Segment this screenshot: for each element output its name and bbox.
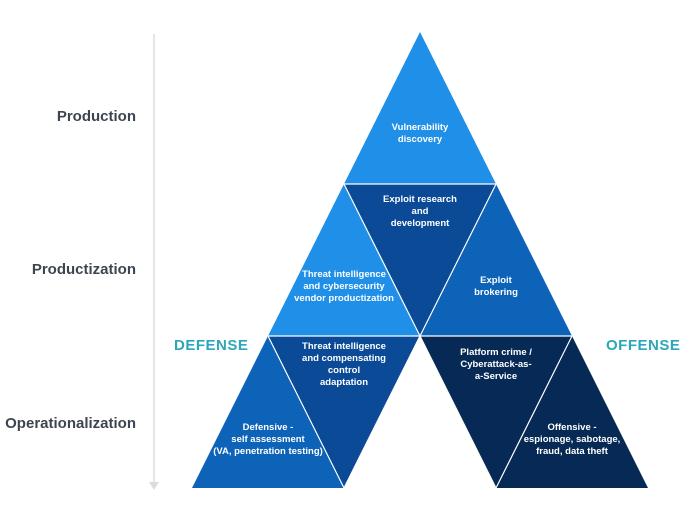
tri-platform-crime	[420, 336, 572, 488]
cell-text-line: Vulnerability	[392, 122, 449, 133]
tri-threat-intel-vendor	[268, 184, 420, 336]
cell-text-line: Threat intelligence	[302, 269, 386, 280]
cell-text-line: Exploit	[480, 275, 513, 286]
cell-text-line: and	[412, 206, 429, 217]
cell-text-line: Platform crime /	[460, 347, 532, 358]
cell-text-line: vendor productization	[294, 293, 394, 304]
cell-text-line: self assessment	[231, 434, 305, 445]
level-operationalization: Operationalization	[5, 415, 136, 432]
cell-defensive-self-assessment: Defensive -self assessment(VA, penetrati…	[213, 422, 323, 457]
level-production: Production	[56, 108, 136, 125]
tri-exploit-brokering	[420, 184, 572, 336]
cell-text-line: Defensive -	[243, 422, 294, 433]
cell-text-line: discovery	[398, 134, 443, 145]
cell-text-line: Exploit research	[383, 194, 457, 205]
cell-text-line: Threat intelligence	[302, 341, 386, 352]
cell-text-line: a-Service	[475, 371, 517, 382]
cell-platform-crime: Platform crime /Cyberattack-as-a-Service	[460, 347, 532, 382]
side-defense: DEFENSE	[174, 337, 249, 354]
cell-text-line: and compensating	[302, 353, 386, 364]
tri-exploit-research	[344, 184, 496, 336]
level-productization: Productization	[31, 261, 136, 278]
cell-text-line: espionage, sabotage,	[524, 434, 621, 445]
cell-text-line: and cybersecurity	[303, 281, 385, 292]
cell-offensive-espionage: Offensive -espionage, sabotage,fraud, da…	[524, 422, 621, 457]
cell-text-line: development	[391, 218, 450, 229]
axis-arrow-icon	[149, 482, 159, 490]
tri-defensive-self-assessment	[192, 336, 344, 488]
cell-text-line: Cyberattack-as-	[460, 359, 531, 370]
triangle-separators	[267, 183, 573, 489]
cell-text-line: Offensive -	[547, 422, 596, 433]
tri-vulnerability-discovery	[344, 32, 496, 184]
side-offense: OFFENSE	[606, 337, 681, 354]
tri-offensive-espionage	[496, 336, 648, 488]
tri-threat-intel-control	[268, 336, 420, 488]
cell-text-line: brokering	[474, 287, 518, 298]
cell-text-line: fraud, data theft	[536, 446, 609, 457]
cell-text-line: adaptation	[320, 377, 368, 388]
cell-text-line: (VA, penetration testing)	[213, 446, 323, 457]
cell-text-line: control	[328, 365, 360, 376]
